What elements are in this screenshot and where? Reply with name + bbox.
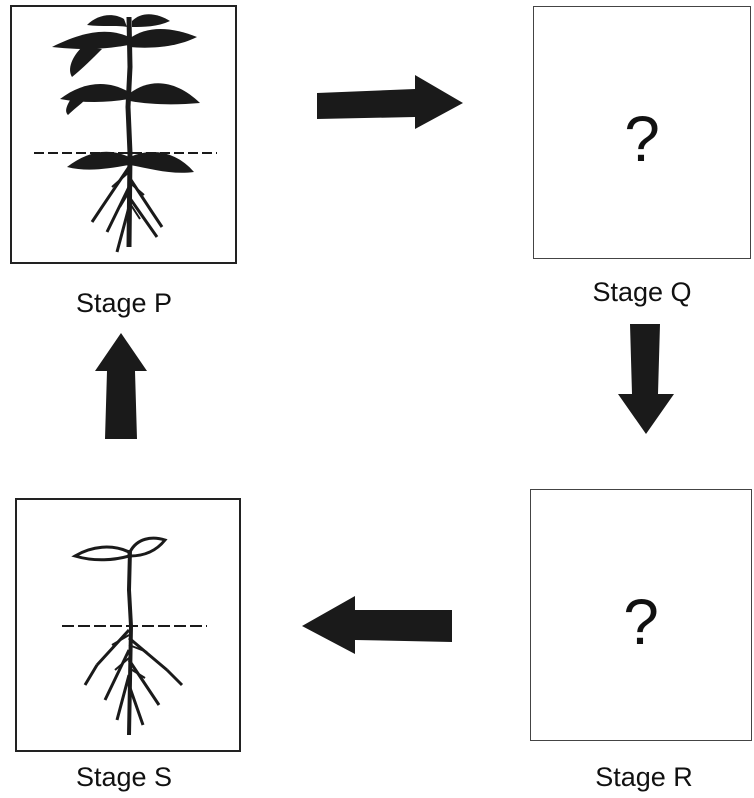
arrow-down-icon [618,324,674,434]
stage-s-box [15,498,241,752]
arrow-left-icon [302,596,452,654]
stage-q-question-mark: ? [624,103,660,175]
stage-p-label: Stage P [75,288,173,318]
stage-r-question-mark: ? [623,586,659,658]
stage-q-box: ? [533,6,751,259]
arrow-right-icon [317,75,463,129]
mature-plant-icon [34,14,217,253]
stage-s-label: Stage S [75,762,173,792]
stage-q-label: Stage Q [592,277,692,307]
stage-p-box [10,5,237,264]
seedling-icon [62,536,207,736]
arrow-up-icon [95,333,147,439]
stage-r-box: ? [530,489,752,741]
stage-r-label: Stage R [595,762,693,792]
